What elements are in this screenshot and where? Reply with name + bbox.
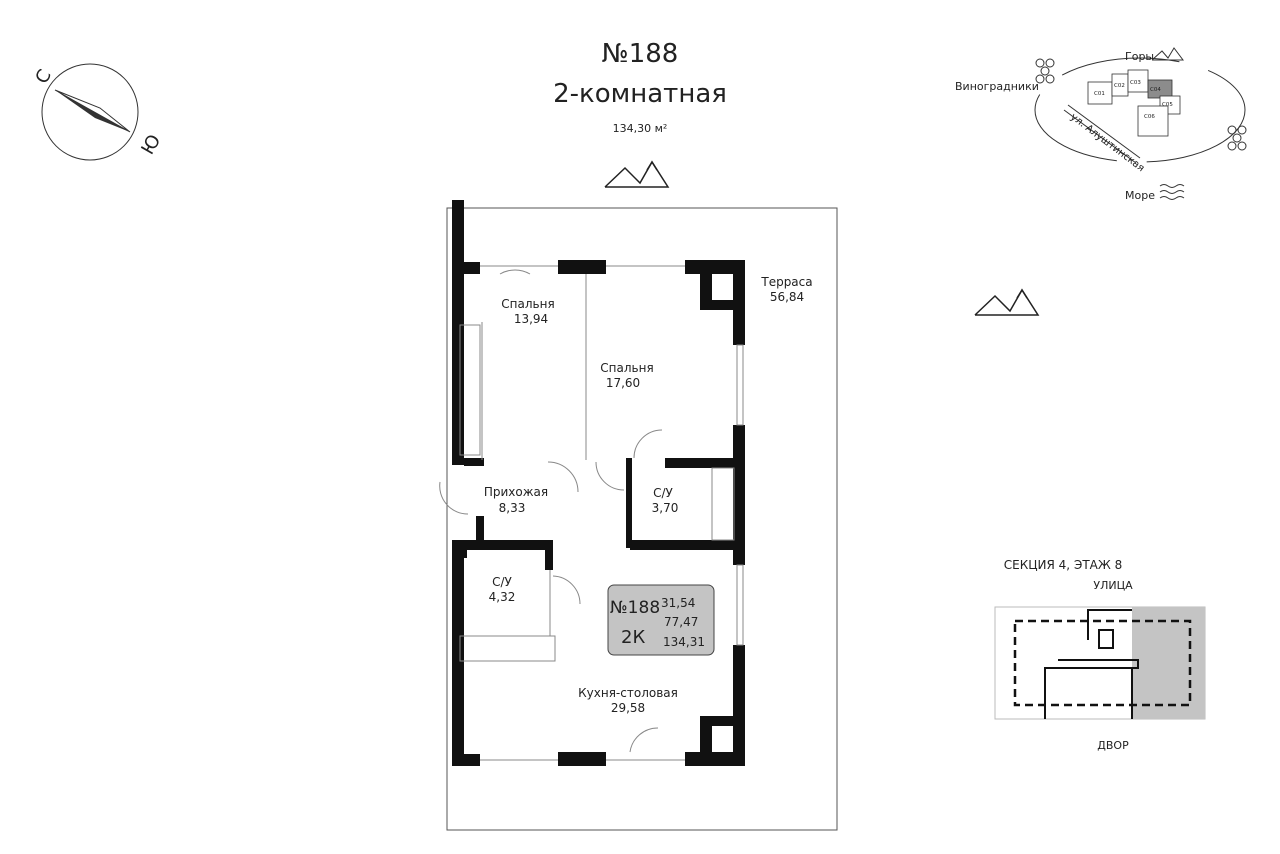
room-area: 4,32 [489, 590, 516, 604]
grapes-icon [1035, 58, 1055, 84]
section-top-label: УЛИЦА [1093, 579, 1133, 592]
room-name: С/У [492, 575, 512, 589]
badge-terrace-area: 134,31 [663, 635, 705, 649]
room-area: 13,94 [514, 312, 548, 326]
mountains-icon [604, 160, 670, 188]
room-name: Спальня [600, 361, 653, 375]
label-sea: Море [1125, 189, 1155, 202]
section-label: С03 [1130, 80, 1141, 86]
compass-south: Ю [137, 131, 165, 158]
apartment-number: №188 [602, 39, 679, 69]
room-name: Терраса [760, 275, 812, 289]
section-label: С02 [1114, 83, 1125, 89]
location-map: Горы Виноградники С01 С02 С03 С04 С05 С0… [955, 47, 1247, 202]
apartment-type: 2-комнатная [553, 79, 727, 109]
room-area: 56,84 [770, 290, 804, 304]
room-name: Спальня [501, 297, 554, 311]
compass-north: С [31, 66, 55, 87]
badge-type: 2К [621, 627, 645, 648]
partitions [439, 265, 744, 761]
waves-icon [1159, 184, 1185, 200]
section-label: С05 [1162, 102, 1173, 108]
label-vineyards: Виноградники [955, 80, 1039, 93]
label-mountains: Горы [1125, 50, 1154, 63]
room-name: С/У [653, 486, 673, 500]
compass: С Ю [31, 63, 165, 161]
badge-number: №188 [610, 598, 660, 618]
apartment-badge: №188 2К 31,54 77,47 134,31 [607, 584, 715, 656]
room-area: 8,33 [499, 501, 526, 515]
mountains-icon [974, 288, 1040, 316]
shaft [459, 550, 467, 558]
room-area: 3,70 [652, 501, 679, 515]
section-label: С04 [1150, 87, 1161, 93]
section-label: С06 [1144, 114, 1155, 120]
section-plan: СЕКЦИЯ 4, ЭТАЖ 8 УЛИЦА ДВОР [994, 558, 1206, 752]
walls [452, 200, 745, 766]
label-street: ул. Алуштинская [1068, 112, 1146, 175]
room-area: 29,58 [611, 701, 645, 715]
section-bottom-label: ДВОР [1097, 739, 1129, 752]
room-area: 17,60 [606, 376, 640, 390]
room-name: Прихожая [484, 485, 548, 499]
terrace-outline [446, 207, 838, 831]
room-name: Кухня-столовая [578, 686, 678, 700]
grapes-icon [1227, 125, 1247, 151]
apartment-area: 134,30 м² [613, 122, 668, 135]
section-label: С01 [1094, 91, 1105, 97]
section-title: СЕКЦИЯ 4, ЭТАЖ 8 [1004, 558, 1122, 572]
badge-total-area: 77,47 [664, 615, 698, 629]
badge-living-area: 31,54 [661, 596, 695, 610]
